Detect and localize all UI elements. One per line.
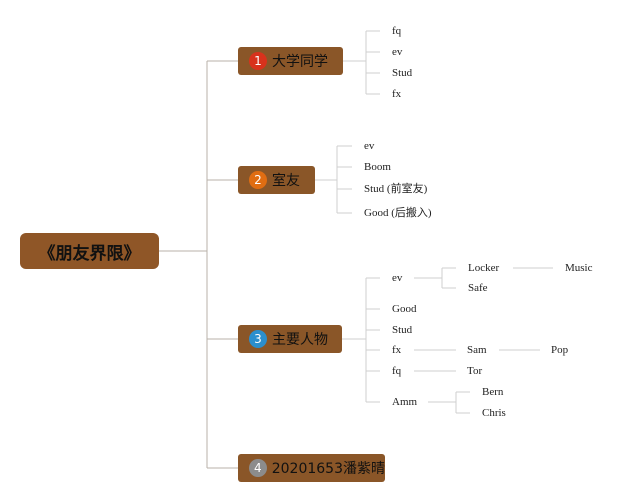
root-node[interactable]: 《朋友界限》 <box>20 233 159 269</box>
branch-node-1[interactable]: 1 大学同学 <box>238 47 343 75</box>
branch-label-3: 主要人物 <box>272 332 328 348</box>
leaf-music[interactable]: Music <box>565 262 593 274</box>
leaf-sam[interactable]: Sam <box>467 344 487 356</box>
leaf-good-new[interactable]: Good (后搬入) <box>364 207 432 219</box>
leaf-fx[interactable]: fx <box>392 88 402 100</box>
leaf-safe[interactable]: Safe <box>468 282 488 294</box>
leaf-fq[interactable]: fq <box>392 365 402 377</box>
leaf-stud[interactable]: Stud <box>392 324 413 336</box>
leaf-ev[interactable]: ev <box>392 272 403 284</box>
branch-label-4: 20201653潘紫晴 <box>271 461 385 477</box>
leaf-stud[interactable]: Stud <box>392 67 413 79</box>
number-badge-1: 1 <box>249 52 267 70</box>
leaf-ev[interactable]: ev <box>392 46 403 58</box>
leaf-amm[interactable]: Amm <box>392 396 418 408</box>
branch-node-2[interactable]: 2 室友 <box>238 166 315 194</box>
branch-label-2: 室友 <box>272 173 300 189</box>
leaf-fx[interactable]: fx <box>392 344 402 356</box>
leaf-boom[interactable]: Boom <box>364 161 391 173</box>
branch-label-1: 大学同学 <box>272 54 328 70</box>
leaf-good[interactable]: Good <box>392 303 417 315</box>
leaf-locker[interactable]: Locker <box>468 262 500 274</box>
number-badge-3: 3 <box>249 330 267 348</box>
number-badge-2: 2 <box>249 171 267 189</box>
branch-node-4[interactable]: 4 20201653潘紫晴 <box>238 454 385 482</box>
leaf-fq[interactable]: fq <box>392 25 402 37</box>
leaf-pop[interactable]: Pop <box>551 344 569 356</box>
leaf-stud-former[interactable]: Stud (前室友) <box>364 183 428 195</box>
number-badge-4: 4 <box>249 459 267 477</box>
root-label: 《朋友界限》 <box>38 243 141 264</box>
leaf-chris[interactable]: Chris <box>482 407 506 419</box>
leaf-ev[interactable]: ev <box>364 140 375 152</box>
leaf-bern[interactable]: Bern <box>482 386 504 398</box>
leaf-tor[interactable]: Tor <box>467 365 483 377</box>
branch-node-3[interactable]: 3 主要人物 <box>238 325 342 353</box>
